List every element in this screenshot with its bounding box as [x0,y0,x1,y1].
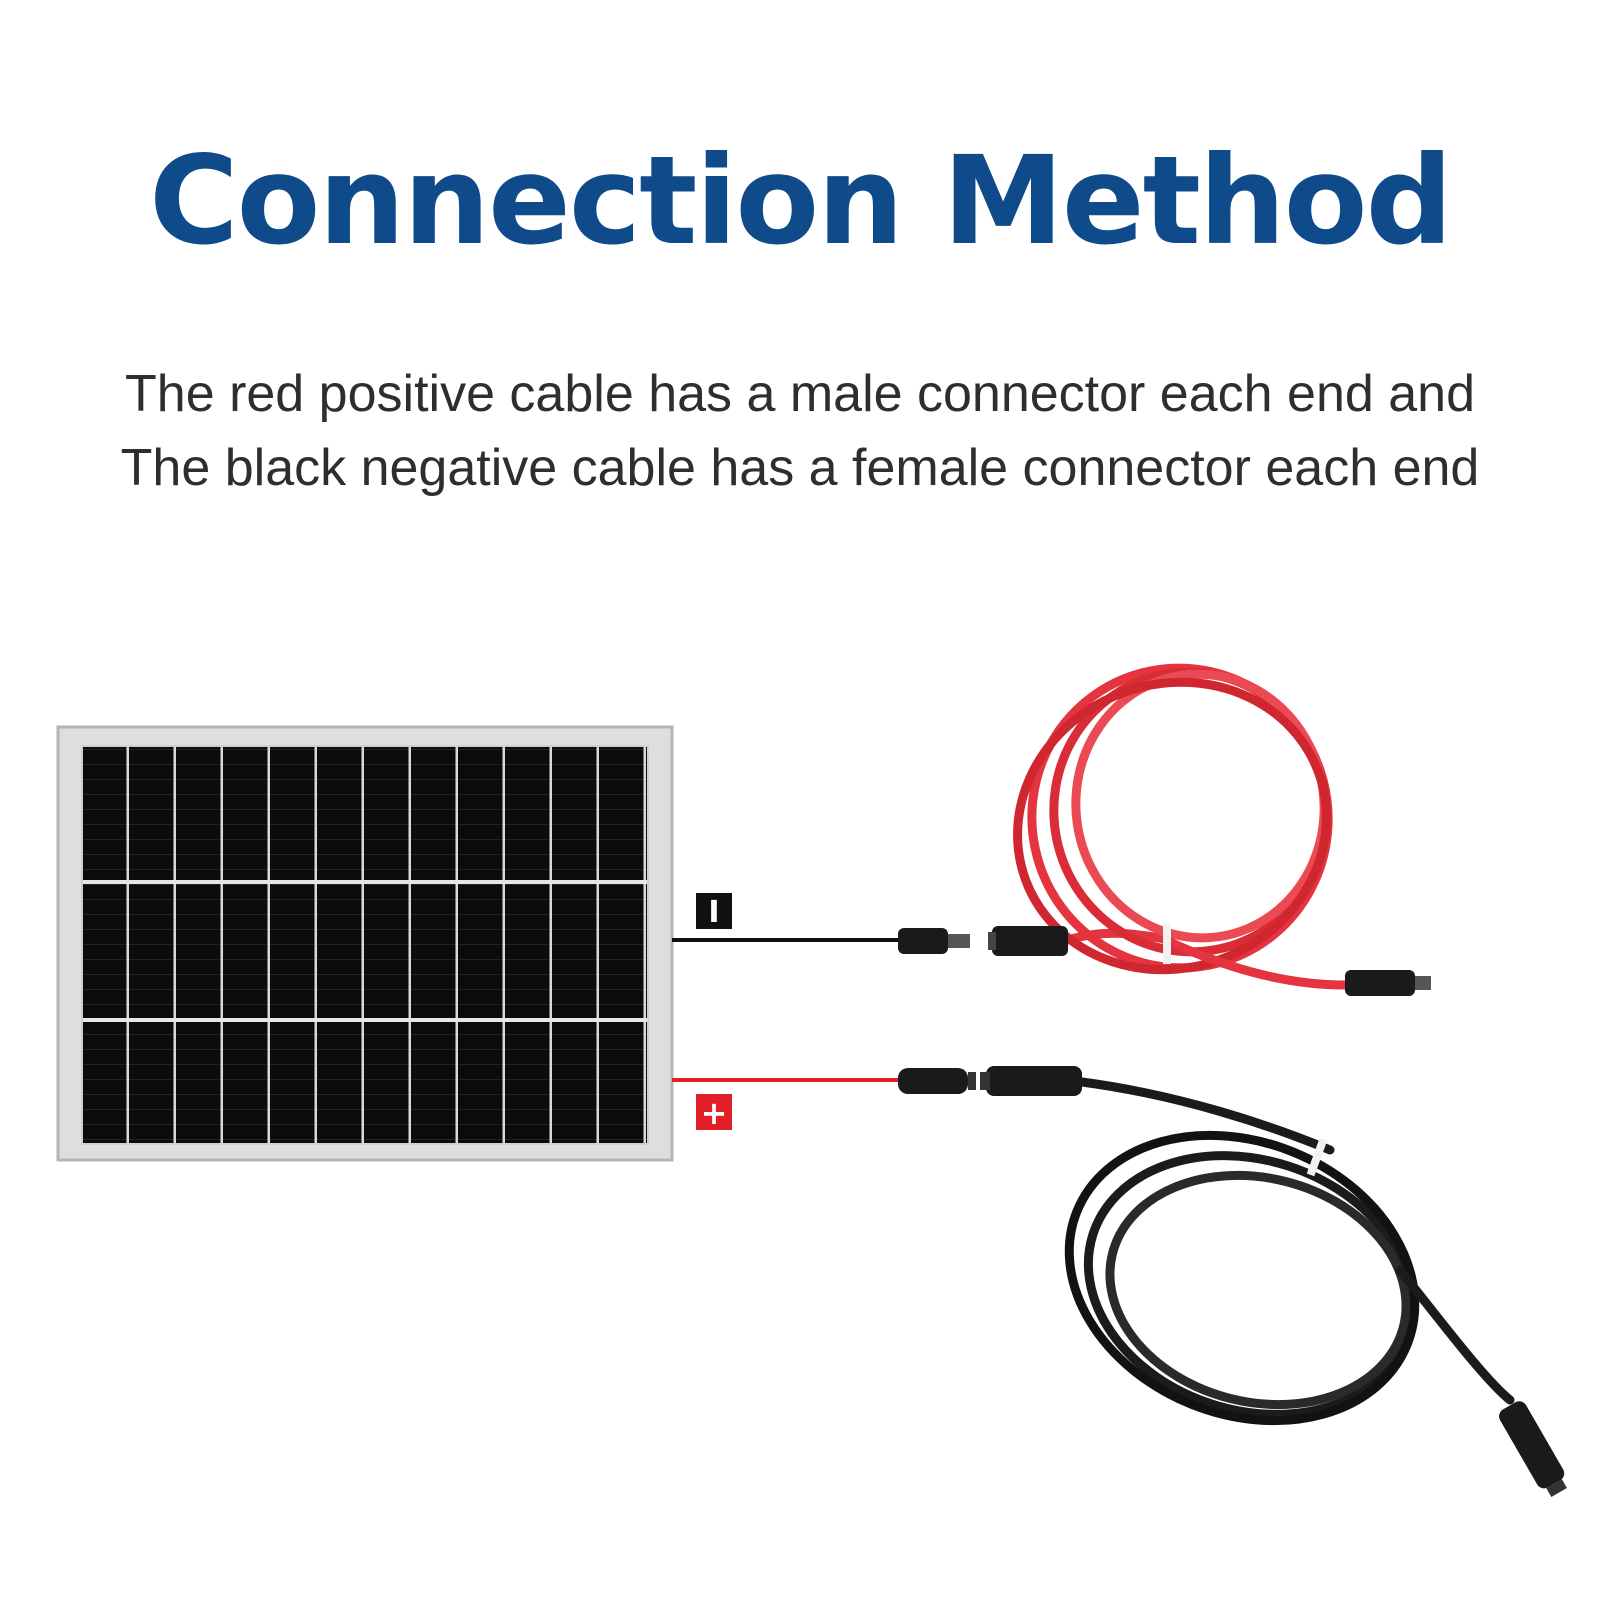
solar-panel [56,725,674,1162]
black-cable-tie [1306,1137,1328,1177]
red-cable-connector-near [988,926,1068,956]
negative-badge: I [696,893,732,930]
negative-symbol: I [708,895,719,930]
panel-inner-border [81,745,649,1145]
description-line-1: The red positive cable has a male connec… [125,365,1475,423]
positive-panel-connector [898,1068,976,1094]
description-line-2: The black negative cable has a female co… [120,439,1480,497]
black-cable-connector-near [980,1066,1082,1096]
red-cable-connector-far [1345,970,1431,996]
positive-symbol: + [701,1094,728,1132]
red-cable-coil [1013,663,1350,990]
negative-panel-connector [898,928,970,954]
positive-badge: + [696,1094,732,1132]
panel-cells [82,746,648,1144]
black-cable-coil [1064,1077,1515,1426]
red-cable-tie [1163,924,1171,964]
page-title: Connection Method [149,130,1453,272]
black-cable-connector-far [1499,1401,1567,1497]
